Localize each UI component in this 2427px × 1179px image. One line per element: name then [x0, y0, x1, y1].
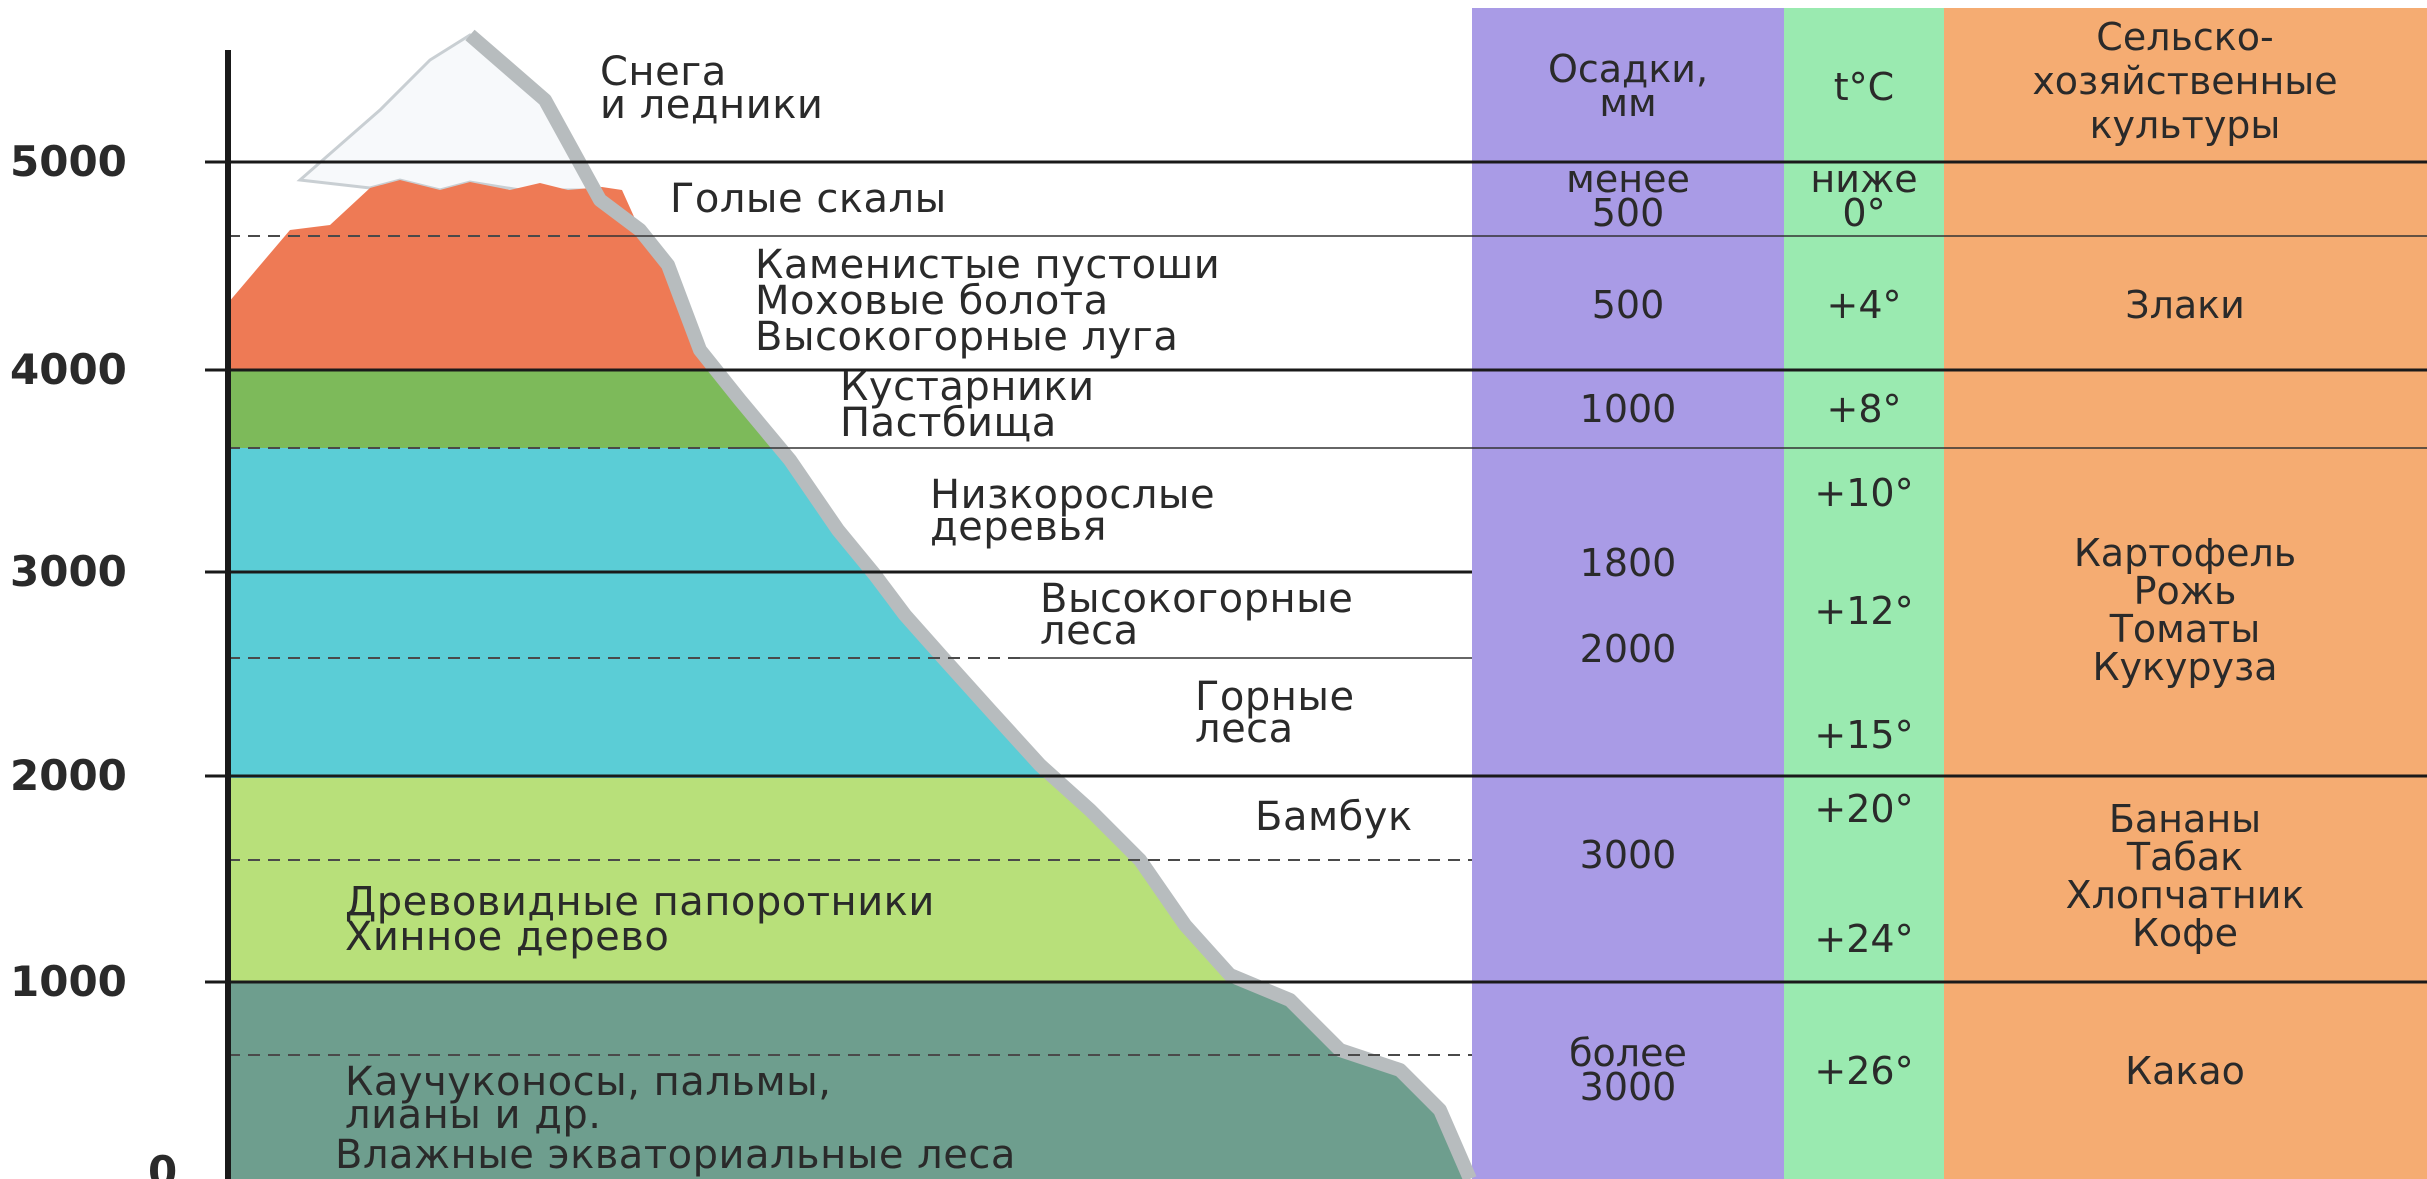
zone-rubber-line1: Каучуконосы, пальмы,	[345, 1059, 831, 1105]
temp-below-0-line2: 0°	[1842, 191, 1885, 235]
slope-shadow	[465, 29, 1477, 1179]
tick-2000: 2000	[10, 751, 127, 800]
crops-corn: Кукуруза	[2092, 645, 2277, 689]
crops-header-line3: культуры	[2090, 103, 2281, 147]
crops-tomatoes: Томаты	[2109, 607, 2261, 651]
precip-more-3000-line1: более	[1569, 1031, 1687, 1075]
zone-mountain-forest-line2: леса	[1195, 706, 1294, 752]
precip-3000: 3000	[1580, 833, 1677, 877]
crops-header-line2: хозяйственные	[2032, 59, 2337, 103]
crops-labels: Сельско- хозяйственные культуры Злаки Ка…	[2032, 15, 2337, 1093]
zone-low-trees-line2: деревья	[930, 504, 1107, 550]
tick-5000: 5000	[10, 137, 127, 186]
crops-potato: Картофель	[2074, 531, 2296, 575]
zone-rubber-line2: лианы и др.	[345, 1092, 602, 1138]
zone-barrens-line2: Моховые болота	[755, 278, 1109, 324]
zone-bamboo: Бамбук	[1255, 794, 1413, 840]
precip-500: 500	[1592, 283, 1665, 327]
zone-snow-line2: и ледники	[600, 82, 823, 128]
axis-labels: 5000 4000 3000 2000 1000 0	[10, 137, 177, 1179]
zone-labels: Снега и ледники Голые скалы Каменистые п…	[335, 49, 1413, 1178]
temp-plus-10: +10°	[1814, 471, 1913, 515]
tick-4000: 4000	[10, 345, 127, 394]
crops-coffee: Кофе	[2132, 911, 2238, 955]
temp-below-0-line1: ниже	[1810, 157, 1917, 201]
altitude-gridlines	[205, 160, 2427, 984]
crops-header-line1: Сельско-	[2096, 15, 2273, 59]
zone-equatorial: Влажные экваториальные леса	[335, 1132, 1016, 1178]
crops-column	[1944, 8, 2427, 1179]
precip-labels: Осадки, мм менее 500 500 1000 1800 2000 …	[1548, 47, 1708, 1109]
temp-plus-12: +12°	[1814, 589, 1913, 633]
band-rainforest	[228, 983, 1470, 1179]
precip-1000: 1000	[1580, 387, 1677, 431]
zone-snow-line1: Снега	[600, 49, 727, 95]
temp-plus-8: +8°	[1826, 387, 1901, 431]
temp-labels: t°C ниже 0° +4° +8° +10° +12° +15° +20° …	[1810, 65, 1917, 1093]
zone-barrens-line1: Каменистые пустоши	[755, 242, 1220, 288]
precip-less-500-line1: менее	[1566, 157, 1690, 201]
crops-tobacco: Табак	[2126, 835, 2243, 879]
crops-cocoa: Какао	[2125, 1049, 2245, 1093]
precip-1800: 1800	[1580, 541, 1677, 585]
temp-header: t°C	[1834, 65, 1894, 109]
dashed-boundaries	[228, 235, 1472, 1056]
zone-mountain-forest-line1: Горные	[1195, 674, 1355, 720]
temp-plus-24: +24°	[1814, 917, 1913, 961]
precip-more-3000-line2: 3000	[1580, 1065, 1677, 1109]
temp-column	[1784, 8, 1944, 1179]
zone-rocks: Голые скалы	[670, 176, 947, 222]
tick-0: 0	[148, 1147, 177, 1179]
temp-plus-15: +15°	[1814, 713, 1913, 757]
temp-plus-4: +4°	[1826, 283, 1901, 327]
tick-3000: 3000	[10, 547, 127, 596]
zone-highland-forest-line1: Высокогорные	[1040, 576, 1353, 622]
crops-cotton: Хлопчатник	[2066, 873, 2305, 917]
temp-plus-20: +20°	[1814, 787, 1913, 831]
crops-bananas: Бананы	[2109, 797, 2261, 841]
precip-header-line2: мм	[1599, 81, 1656, 125]
precip-column	[1472, 8, 1784, 1179]
zone-shrubs-line2: Пастбища	[840, 400, 1057, 446]
crops-cereals: Злаки	[2125, 283, 2245, 327]
precip-2000: 2000	[1580, 627, 1677, 671]
zone-ferns-line1: Древовидные папоротники	[345, 879, 935, 925]
zone-highland-forest-line2: леса	[1040, 608, 1139, 654]
crops-rye: Рожь	[2134, 569, 2237, 613]
tick-1000: 1000	[10, 957, 127, 1006]
precip-less-500-line2: 500	[1592, 191, 1665, 235]
boundary-lines	[600, 235, 2427, 659]
zone-low-trees-line1: Низкорослые	[930, 472, 1215, 518]
zone-ferns-line2: Хинное дерево	[345, 914, 669, 960]
zone-barrens-line3: Высокогорные луга	[755, 314, 1178, 360]
precip-header-line1: Осадки,	[1548, 47, 1708, 91]
temp-plus-26: +26°	[1814, 1049, 1913, 1093]
zone-shrubs-line1: Кустарники	[840, 364, 1095, 410]
